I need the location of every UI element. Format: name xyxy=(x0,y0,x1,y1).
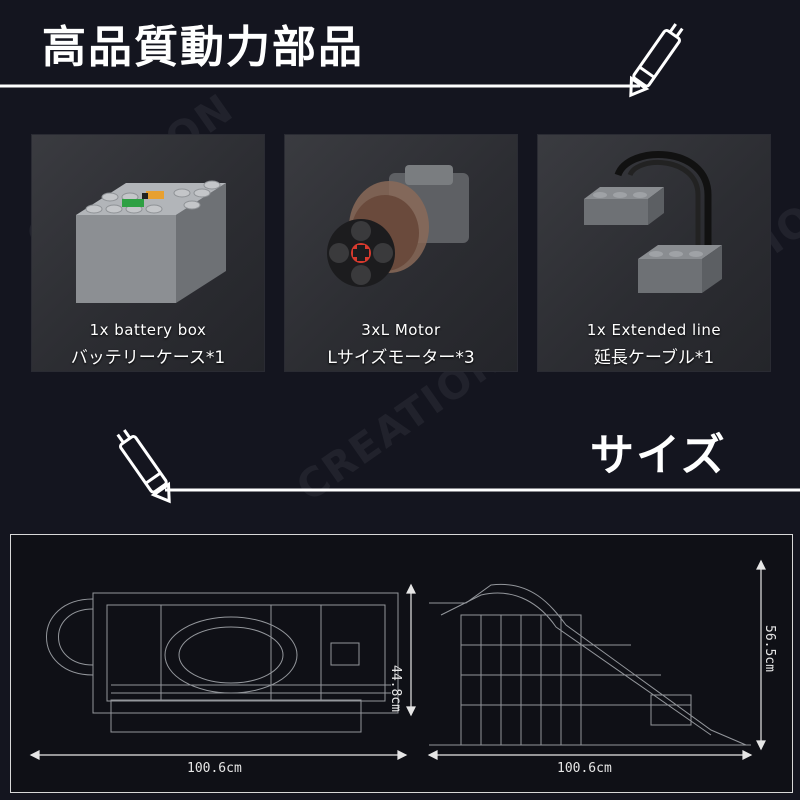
size-diagram: 100.6cm 44.8cm 100.6cm 56.5cm xyxy=(10,534,793,793)
part-name-jp: 延長ケーブル*1 xyxy=(593,348,715,368)
pencil-icon xyxy=(116,429,171,504)
size-section-title: サイズ xyxy=(590,430,727,481)
extension-cable-icon xyxy=(584,151,722,293)
pencil-icon xyxy=(629,23,684,98)
part-name-en: 1x battery box xyxy=(89,321,207,339)
part-name-en: 3xL Motor xyxy=(361,321,441,339)
right-width-label: 100.6cm xyxy=(557,761,612,776)
left-height-label: 44.8cm xyxy=(388,665,403,712)
motor-icon xyxy=(327,165,469,287)
part-card-extension-cable: 1x Extended line 延長ケーブル*1 xyxy=(537,134,771,372)
blueprint-drawing xyxy=(29,559,766,760)
page-title: 高品質動力部品 xyxy=(42,22,364,73)
part-name-jp: バッテリーケース*1 xyxy=(70,348,226,368)
part-name-jp: Lサイズモーター*3 xyxy=(327,348,475,368)
part-card-motor: 3xL Motor Lサイズモーター*3 xyxy=(284,134,518,372)
left-width-label: 100.6cm xyxy=(187,761,242,776)
part-card-battery-box: 1x battery box バッテリーケース*1 xyxy=(31,134,265,372)
right-height-label: 56.5cm xyxy=(762,625,777,672)
part-name-en: 1x Extended line xyxy=(586,321,722,339)
battery-box-icon xyxy=(76,180,226,303)
